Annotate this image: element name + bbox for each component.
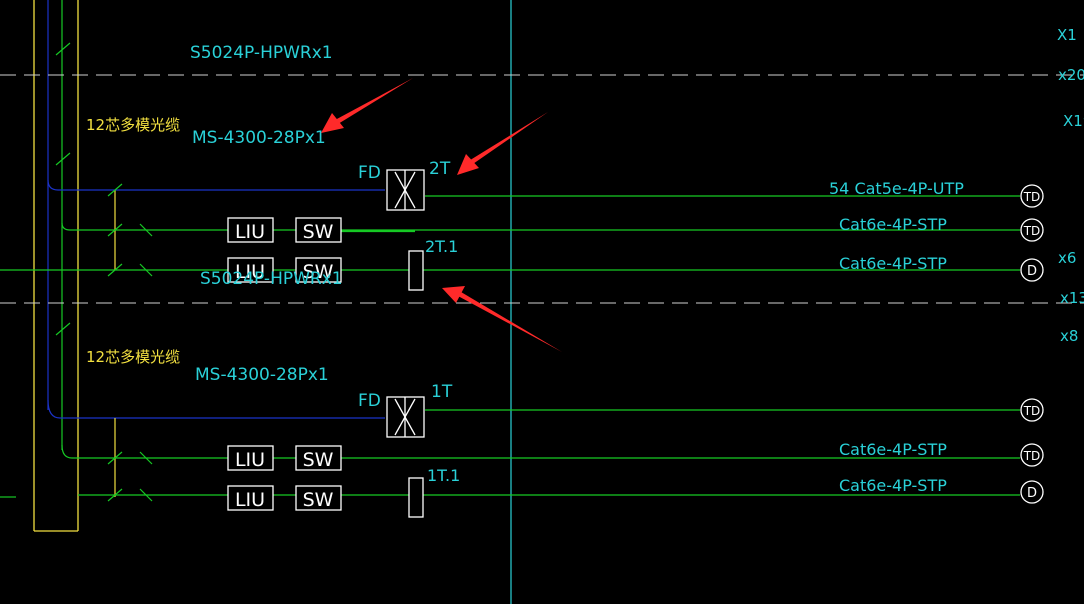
terminal-d-2: D bbox=[1020, 480, 1044, 504]
cable-label-2: Cat6e-4P-STP bbox=[839, 215, 947, 234]
fiber-upper-label: 12芯多模光缆 bbox=[86, 116, 180, 134]
terminal-td-2: TD bbox=[1020, 218, 1044, 242]
terminals: TD TD D TD TD D bbox=[1020, 184, 1044, 504]
overlap-hpwr-label: S5024P-HPWRx1 bbox=[200, 269, 343, 289]
fd-upper-label: FD bbox=[358, 163, 381, 183]
cable-label-1: 54 Cat5e-4P-UTP bbox=[829, 179, 964, 198]
node-2t1-label: 2T.1 bbox=[425, 237, 458, 256]
terminal-td-3: TD bbox=[1020, 398, 1044, 422]
sw-label: SW bbox=[303, 261, 334, 283]
fiber-lower-label: 12芯多模光缆 bbox=[86, 348, 180, 366]
fd-lower-label: FD bbox=[358, 391, 381, 411]
liu-box-1: LIU bbox=[227, 217, 274, 243]
right-x8-label: x8 bbox=[1060, 327, 1078, 345]
right-x20-label: x20 bbox=[1058, 66, 1084, 84]
terminal-label: TD bbox=[1023, 449, 1041, 463]
red-arrow-2 bbox=[457, 112, 548, 175]
liu-label: LIU bbox=[235, 489, 265, 511]
sw-label: SW bbox=[303, 449, 334, 471]
terminal-td-1: TD bbox=[1020, 184, 1044, 208]
cable-label-3: Cat6e-4P-STP bbox=[839, 254, 947, 273]
equipment-boxes: LIU SW LIU SW LIU SW LIU SW bbox=[227, 217, 342, 511]
terminal-label: D bbox=[1027, 264, 1037, 279]
floor-lines bbox=[0, 74, 1084, 304]
top-hpwr-label: S5024P-HPWRx1 bbox=[190, 43, 333, 63]
labels: S5024P-HPWRx1 12芯多模光缆 MS-4300-28Px1 FD 2… bbox=[86, 26, 1084, 495]
terminal-label: TD bbox=[1023, 190, 1041, 204]
ms-upper-label: MS-4300-28Px1 bbox=[192, 128, 326, 148]
red-arrow-1 bbox=[321, 78, 413, 133]
terminal-d-1: D bbox=[1020, 258, 1044, 282]
liu-box-3: LIU bbox=[227, 445, 274, 471]
riser bbox=[33, 0, 79, 532]
liu-label: LIU bbox=[235, 221, 265, 243]
right-x1-label: X1 bbox=[1057, 26, 1077, 44]
liu-label: LIU bbox=[235, 449, 265, 471]
sw-label: SW bbox=[303, 221, 334, 243]
terminal-label: TD bbox=[1023, 224, 1041, 238]
sw-box-2: SW bbox=[295, 257, 342, 283]
annotation-arrows bbox=[321, 78, 562, 352]
node-2t-label: 2T bbox=[429, 159, 451, 179]
sw-box-3: SW bbox=[295, 445, 342, 471]
red-arrow-3 bbox=[442, 286, 562, 352]
node-1t-label: 1T bbox=[431, 382, 453, 402]
liu-box-4: LIU bbox=[227, 485, 274, 511]
node-1t1-label: 1T.1 bbox=[427, 466, 460, 485]
sw-box-1: SW bbox=[295, 217, 342, 243]
cable-label-4: Cat6e-4P-STP bbox=[839, 440, 947, 459]
cable-label-5: Cat6e-4P-STP bbox=[839, 476, 947, 495]
right-x19-label: X19 bbox=[1063, 112, 1084, 130]
terminal-td-4: TD bbox=[1020, 443, 1044, 467]
terminal-label: TD bbox=[1023, 404, 1041, 418]
right-x13-label: x13 bbox=[1060, 289, 1084, 307]
sw-box-4: SW bbox=[295, 485, 342, 511]
upper-section bbox=[0, 42, 1020, 291]
liu-box-2: LIU bbox=[227, 257, 274, 283]
liu-label: LIU bbox=[235, 261, 265, 283]
ms-lower-label: MS-4300-28Px1 bbox=[195, 365, 329, 385]
terminal-label: D bbox=[1027, 486, 1037, 501]
right-x6-label: x6 bbox=[1058, 249, 1076, 267]
sw-label: SW bbox=[303, 489, 334, 511]
